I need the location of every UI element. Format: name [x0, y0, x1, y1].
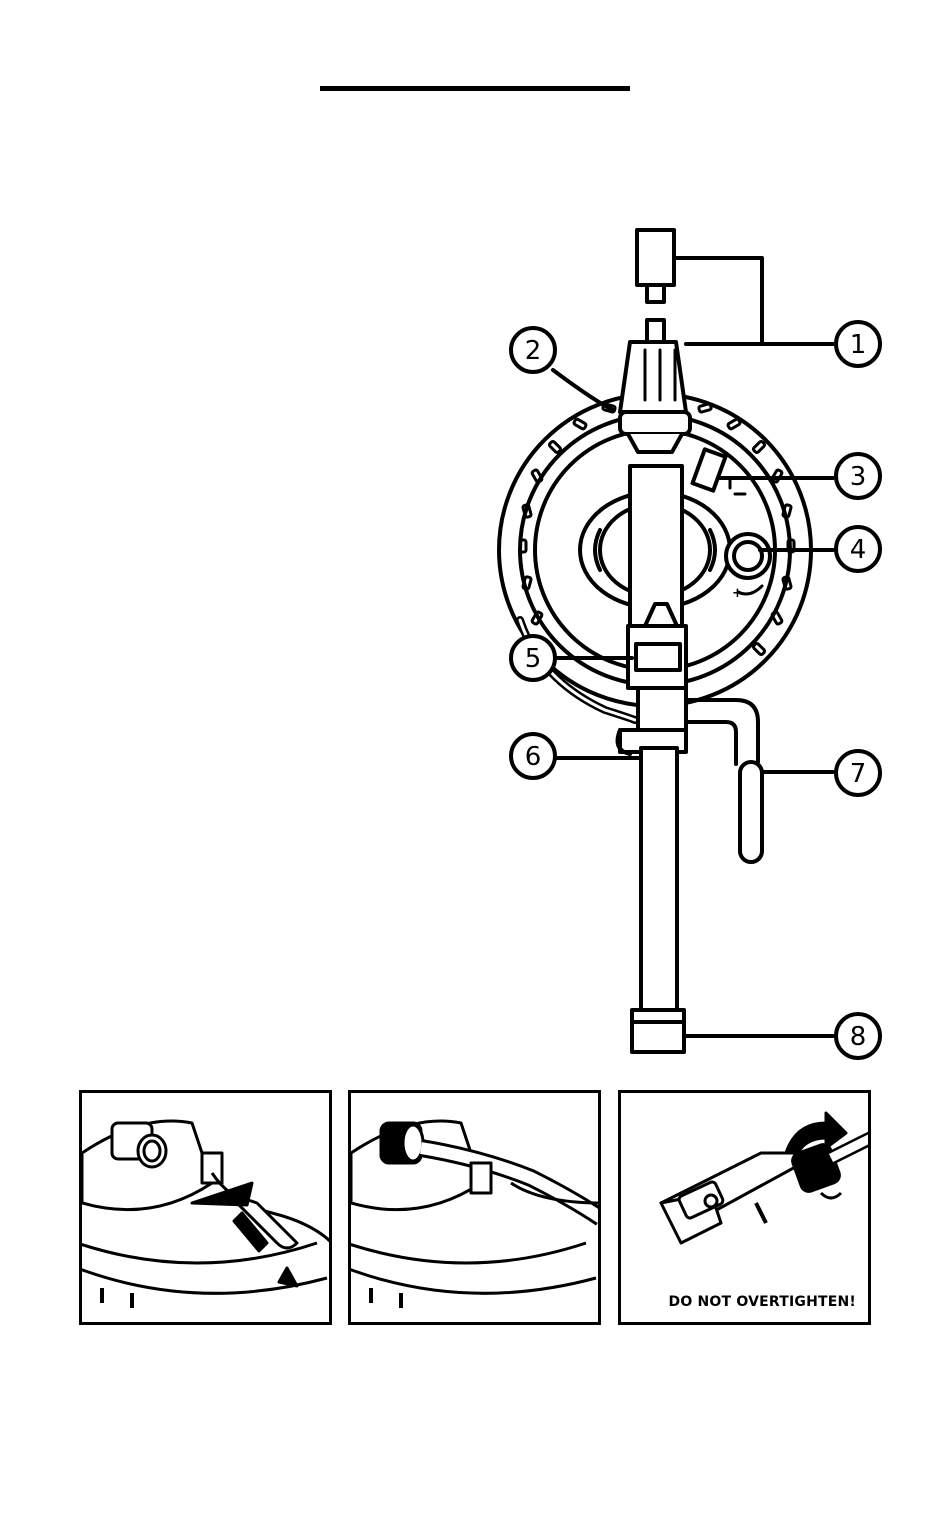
- dial-plus: +: [732, 586, 743, 601]
- callout-3-label: 3: [850, 462, 867, 492]
- step-panel-2: [348, 1090, 601, 1325]
- tonearm-diagram: +: [0, 0, 950, 1090]
- step-3-illustration: [621, 1093, 868, 1322]
- callout-5-label: 5: [525, 644, 542, 674]
- lift-lever: [686, 700, 758, 762]
- counterweight-cap-stem: [647, 285, 664, 302]
- callout-6-label: 6: [525, 742, 542, 772]
- tonearm-tube: [641, 748, 677, 1010]
- callout-8-label: 8: [850, 1022, 867, 1052]
- overtighten-warning: DO NOT OVERTIGHTEN!: [669, 1294, 857, 1310]
- step-panel-1: [79, 1090, 332, 1325]
- counterweight-cap: [637, 230, 674, 285]
- callout-4-label: 4: [850, 535, 867, 565]
- step-panel-3: DO NOT OVERTIGHTEN!: [618, 1090, 871, 1325]
- callout-7-label: 7: [850, 759, 867, 789]
- callout-2-label: 2: [525, 336, 542, 366]
- headshell-collar: [632, 1010, 684, 1052]
- step-1-illustration: [82, 1093, 329, 1322]
- callout-1-label: 1: [850, 330, 867, 360]
- step-2-illustration: [351, 1093, 598, 1322]
